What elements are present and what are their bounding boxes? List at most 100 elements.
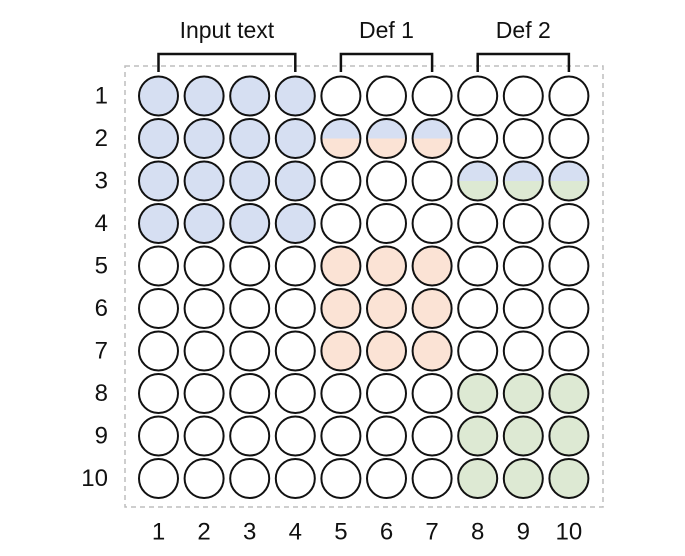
cell-circle <box>183 75 225 117</box>
grid-cell <box>548 203 590 244</box>
grid-cell <box>457 203 499 244</box>
grid-cell <box>502 245 544 287</box>
grid-cell <box>366 330 407 372</box>
cell-top-half <box>458 161 498 181</box>
grid-cell <box>411 415 453 457</box>
grid-cell <box>274 160 316 202</box>
cell-bottom-half <box>458 181 498 201</box>
grid-cell <box>229 415 271 457</box>
cell-circle <box>320 330 362 372</box>
grid-cell <box>411 458 453 499</box>
cell-bottom-half <box>549 181 589 201</box>
grid-cell <box>183 75 225 117</box>
cell-circle <box>502 245 544 287</box>
grid-cell <box>457 330 499 372</box>
cell-circle <box>229 458 271 499</box>
cell-circle <box>138 203 179 244</box>
grid-cell <box>320 330 362 372</box>
row-label: 10 <box>81 465 108 492</box>
grid-cell <box>229 75 271 117</box>
column-label: 9 <box>517 519 530 546</box>
grid-cell <box>183 288 225 329</box>
cell-circle <box>502 415 544 457</box>
cell-circle <box>411 245 453 287</box>
cell-circle <box>320 203 362 244</box>
cell-bottom-half <box>367 138 406 158</box>
grid-cell <box>411 373 453 414</box>
grid-cell <box>138 160 179 202</box>
cell-circle <box>457 203 499 244</box>
cell-circle <box>320 458 362 499</box>
cell-top-half <box>503 161 543 181</box>
cell-circle <box>457 373 499 414</box>
cell-circle <box>457 288 499 329</box>
cell-circle <box>274 458 316 499</box>
grid-cell <box>274 118 316 159</box>
grid-cell <box>502 415 544 457</box>
cell-outline <box>366 118 407 159</box>
cell-circle <box>138 245 179 287</box>
group-bracket <box>157 52 297 72</box>
cell-circle <box>138 75 179 117</box>
grid-cell <box>183 160 225 202</box>
grid-cell <box>366 415 407 457</box>
grid-cell <box>366 118 407 159</box>
grid-cell <box>320 118 362 159</box>
grid-cell <box>411 245 453 287</box>
grid-cell <box>457 160 499 202</box>
cell-circle <box>366 458 407 499</box>
grid-cell <box>502 203 544 244</box>
grid-cell <box>548 75 590 117</box>
grid-cell <box>548 458 590 499</box>
cell-circle <box>457 118 499 159</box>
grid-cell <box>457 75 499 117</box>
cell-circle <box>229 415 271 457</box>
cell-circle <box>457 245 499 287</box>
grid-cell <box>411 75 453 117</box>
cell-circle <box>183 373 225 414</box>
grid-cell <box>366 373 407 414</box>
cell-top-half <box>412 119 452 139</box>
cell-circle <box>366 75 407 117</box>
grid-cell <box>548 330 590 372</box>
grid-cell <box>502 288 544 329</box>
grid-cell <box>320 458 362 499</box>
grid-cell <box>229 458 271 499</box>
cell-circle <box>548 75 590 117</box>
grid-cell <box>183 245 225 287</box>
grid-border <box>124 65 604 508</box>
cell-circle <box>366 160 407 202</box>
column-label: 1 <box>152 519 165 546</box>
cell-circle <box>274 288 316 329</box>
cell-top-half <box>549 161 589 181</box>
cell-circle <box>548 245 590 287</box>
grid-cell <box>138 288 179 329</box>
cell-circle <box>411 330 453 372</box>
cell-circle <box>274 245 316 287</box>
cell-circle <box>274 75 316 117</box>
grid-cell <box>366 245 407 287</box>
cell-outline <box>411 118 453 159</box>
cell-circle <box>320 75 362 117</box>
grid-cell <box>274 458 316 499</box>
cell-circle <box>411 160 453 202</box>
grid-cell <box>548 415 590 457</box>
cell-circle <box>138 160 179 202</box>
grid-cell <box>548 160 590 202</box>
cell-circle <box>229 288 271 329</box>
row-label: 6 <box>95 295 108 322</box>
cell-grid <box>138 75 590 499</box>
cell-circle <box>457 415 499 457</box>
cell-circle <box>457 330 499 372</box>
cell-circle <box>183 288 225 329</box>
grid-cell <box>183 458 225 499</box>
group-bracket <box>339 52 434 72</box>
cell-circle <box>366 415 407 457</box>
row-label: 3 <box>95 168 108 195</box>
grid-cell <box>320 203 362 244</box>
grid-cell <box>320 245 362 287</box>
cell-circle <box>138 458 179 499</box>
column-label: 8 <box>471 519 484 546</box>
group-label: Def 2 <box>496 17 551 43</box>
